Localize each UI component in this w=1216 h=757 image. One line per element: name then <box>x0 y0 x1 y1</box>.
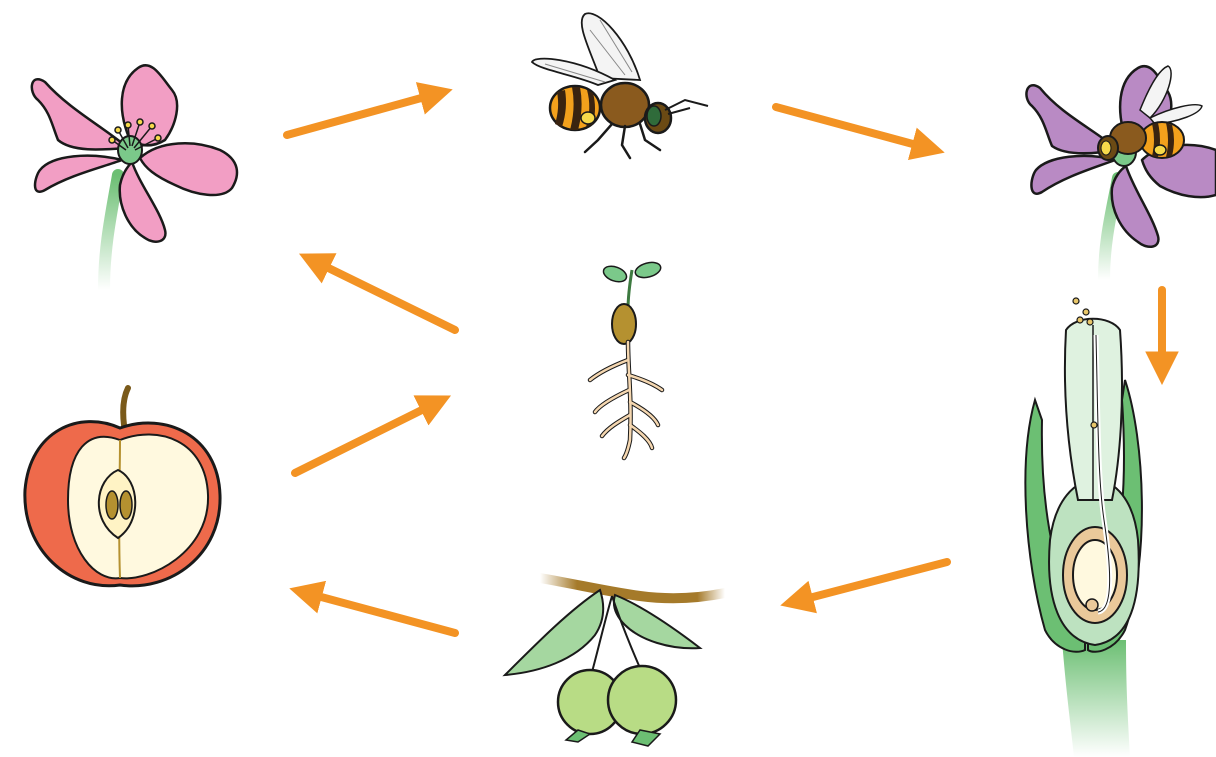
seedling-icon <box>590 260 662 458</box>
green-fruit-branch-icon <box>505 578 725 746</box>
arrow-bee-to-pollination <box>776 107 935 150</box>
arrow-pistil-to-young-fruit <box>790 562 947 603</box>
bee-on-flower-icon <box>1026 66 1216 280</box>
arrow-apple-to-seedling <box>295 400 442 473</box>
pistil-cross-section-icon <box>1025 298 1142 757</box>
apple-half-icon <box>25 388 220 586</box>
bee-icon <box>532 13 708 158</box>
arrow-flower-to-bee <box>287 92 443 135</box>
arrow-young-fruit-to-apple <box>299 591 455 633</box>
pink-flower-icon <box>32 65 237 290</box>
arrow-seedling-to-flower <box>308 258 455 330</box>
